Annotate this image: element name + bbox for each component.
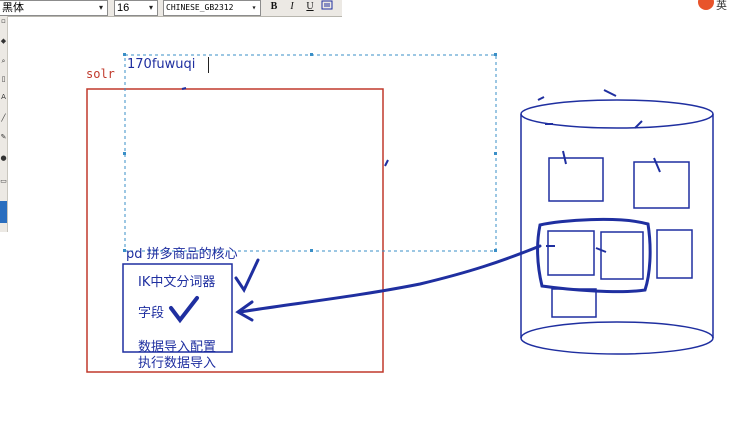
field-box xyxy=(122,263,233,353)
ime-mode-label: 英 xyxy=(716,0,727,10)
bold-button[interactable]: B xyxy=(270,1,278,12)
selection-handles[interactable] xyxy=(123,53,497,252)
ime-badge[interactable]: 英 xyxy=(694,0,751,10)
line-tool-icon[interactable]: ╱ xyxy=(1,114,6,122)
data-import-run-label: 执行数据导入 xyxy=(138,356,217,371)
pencil-tool-icon[interactable]: ✎ xyxy=(0,133,7,141)
font-size-value: 16 xyxy=(117,2,130,14)
move-tool-icon[interactable]: ◆ xyxy=(0,37,7,45)
select-tool-icon[interactable]: ▫ xyxy=(1,17,6,25)
shape-tool-icon[interactable]: ▭ xyxy=(0,177,7,185)
fill-tool-icon[interactable] xyxy=(0,201,7,223)
arrow-head xyxy=(235,300,254,322)
ink-mark xyxy=(384,159,389,167)
solr-label: solr xyxy=(86,67,115,81)
solr-box xyxy=(86,88,384,373)
font-family-value: 黑体 xyxy=(2,2,24,14)
italic-button[interactable]: I xyxy=(290,1,294,12)
font-family-select[interactable]: 黑体 ▾ xyxy=(0,0,108,16)
chevron-down-icon[interactable]: ▾ xyxy=(98,3,103,12)
font-size-select[interactable]: 16 ▾ xyxy=(114,0,158,16)
pd-core-label: pd 拼多商品的核心 xyxy=(126,247,238,262)
ik-tokenizer-label: IK中文分词器 xyxy=(138,275,216,290)
vertical-text-button[interactable] xyxy=(320,0,334,14)
database-records xyxy=(546,150,693,318)
check-mark-field xyxy=(169,296,199,324)
text-selection-box[interactable] xyxy=(124,54,497,252)
tool-palette: ▫ ◆ ⌕ ▯ A ╱ ✎ ● ▭ xyxy=(0,16,8,232)
database-cylinder xyxy=(520,89,714,355)
underline-button[interactable]: U xyxy=(306,1,314,12)
ime-logo-icon xyxy=(698,0,714,10)
chevron-down-icon[interactable]: ▾ xyxy=(251,3,257,12)
chevron-down-icon[interactable]: ▾ xyxy=(148,3,153,12)
text-tool-icon[interactable]: A xyxy=(1,93,6,101)
field-label: 字段 xyxy=(138,306,165,321)
import-arrow xyxy=(238,244,542,314)
color-tool-icon[interactable]: ● xyxy=(0,154,7,162)
zoom-tool-icon[interactable]: ⌕ xyxy=(1,57,6,65)
highlight-loop xyxy=(536,217,652,294)
eraser-tool-icon[interactable]: ▯ xyxy=(1,75,6,83)
data-import-config-label: 数据导入配置 xyxy=(138,340,217,355)
text-cursor xyxy=(208,57,209,73)
text-input[interactable]: 170fuwuqi xyxy=(127,57,196,72)
check-mark-ik xyxy=(234,258,260,294)
charset-select[interactable]: CHINESE_GB2312 ▾ xyxy=(163,0,261,16)
ink-mark xyxy=(181,87,187,90)
text-format-toolbar: 黑体 ▾ 16 ▾ CHINESE_GB2312 ▾ B I U xyxy=(0,0,342,17)
vertical-text-icon xyxy=(321,0,333,10)
charset-value: CHINESE_GB2312 xyxy=(166,3,234,12)
